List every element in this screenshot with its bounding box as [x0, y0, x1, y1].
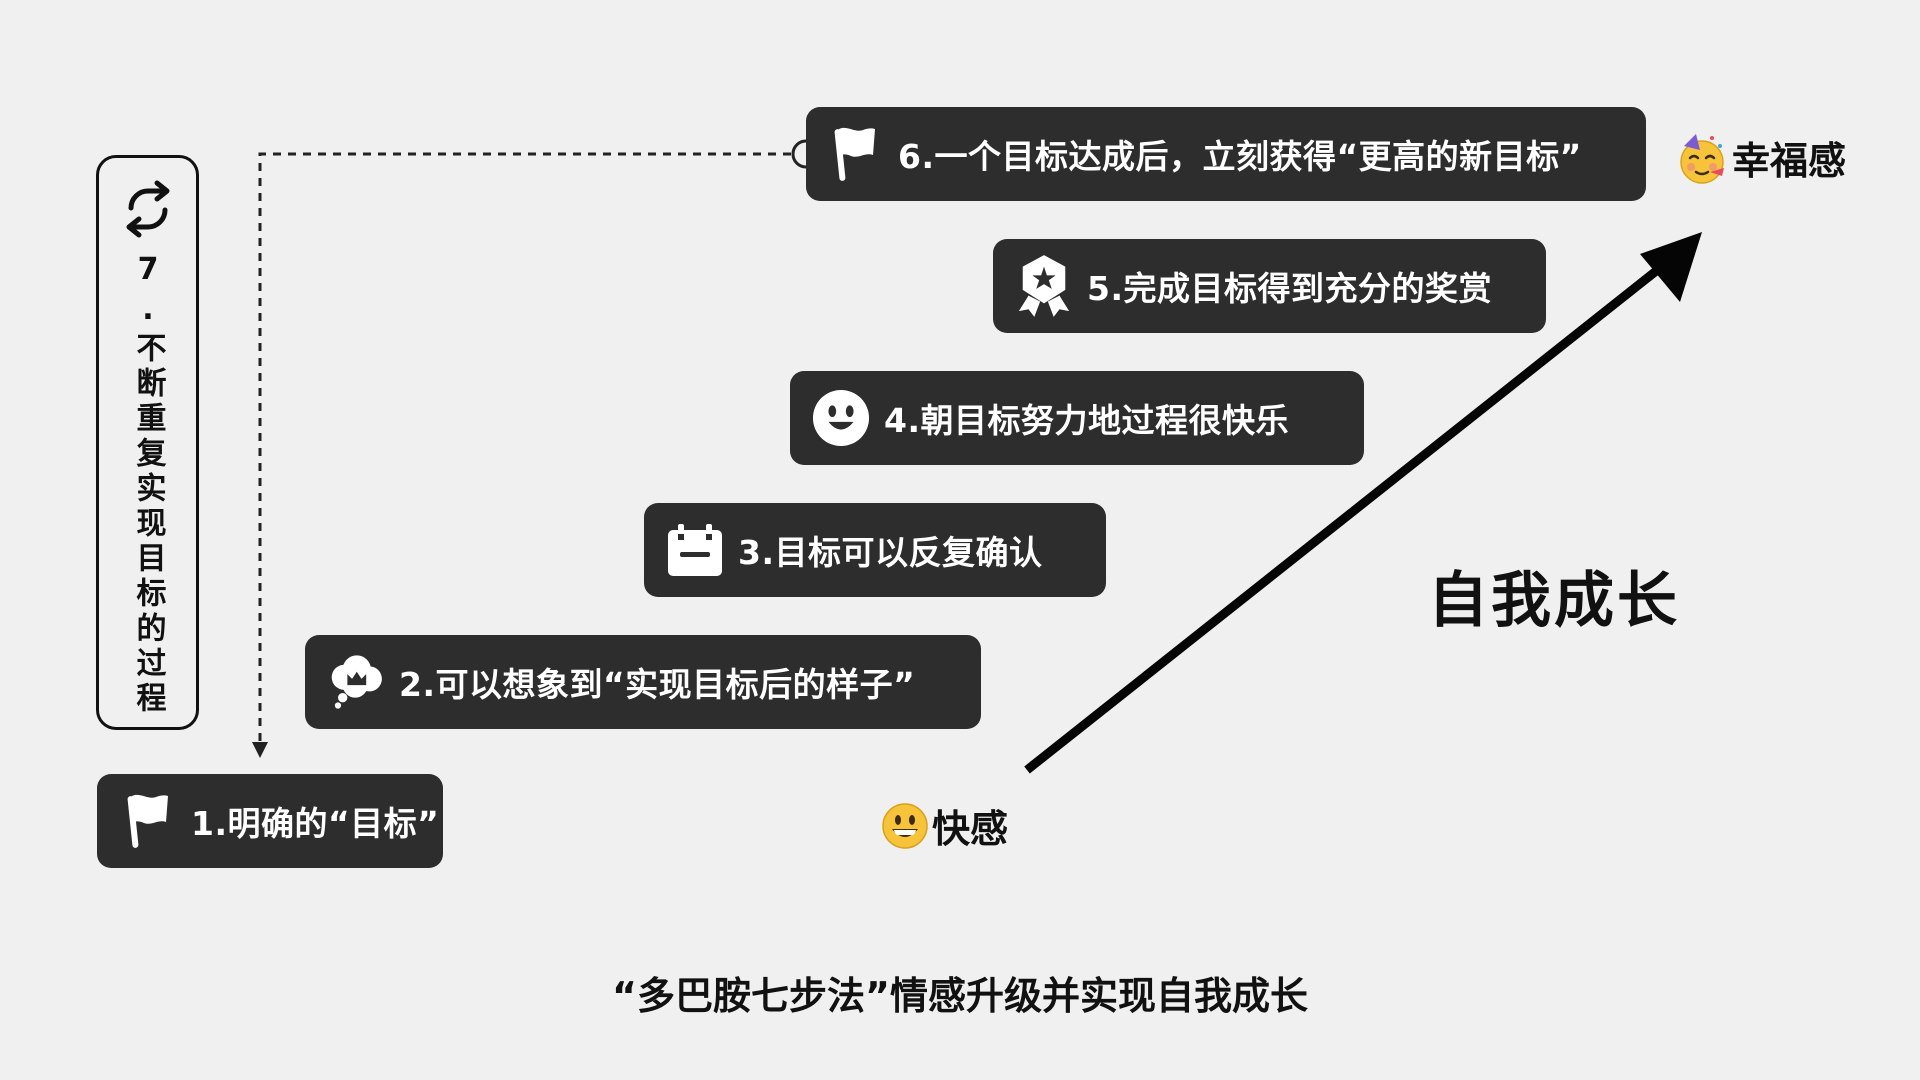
step-3-box: 3.目标可以反复确认: [644, 503, 1106, 597]
step-2-label: 2.可以想象到“实现目标后的样子”: [399, 665, 916, 704]
step-1-label: 1.明确的“目标”: [191, 804, 440, 843]
step-5-label: 5.完成目标得到充分的奖赏: [1087, 269, 1492, 308]
loop-step-label: 7.不断重复实现目标的过程: [130, 252, 166, 717]
smiley-icon: [812, 385, 870, 451]
step-3-label: 3.目标可以反复确认: [738, 533, 1043, 572]
step-6-box: 6.一个目标达成后，立刻获得“更高的新目标”: [806, 107, 1646, 201]
bliss-label: 幸福感: [1676, 130, 1846, 185]
growth-arrow: [1024, 232, 1702, 774]
grinning-face-icon: [882, 802, 928, 849]
bliss-text: 幸福感: [1732, 139, 1847, 183]
happy-text: 快感: [932, 807, 1009, 851]
step-1-box: 1.明确的“目标”: [97, 774, 443, 868]
calendar-icon: [666, 517, 724, 583]
step-6-label: 6.一个目标达成后，立刻获得“更高的新目标”: [898, 137, 1582, 176]
award-badge-icon: [1015, 253, 1073, 319]
flag-icon: [119, 788, 177, 854]
caption: “多巴胺七步法”情感升级并实现自我成长: [612, 974, 1308, 1018]
step-4-box: 4.朝目标努力地过程很快乐: [790, 371, 1364, 465]
loop-step-box: 7.不断重复实现目标的过程: [96, 155, 199, 730]
step-5-box: 5.完成目标得到充分的奖赏: [993, 239, 1546, 333]
partying-face-icon: [1676, 132, 1728, 184]
cloud-crown-icon: [327, 649, 385, 715]
step-4-label: 4.朝目标努力地过程很快乐: [884, 401, 1289, 440]
step-2-box: 2.可以想象到“实现目标后的样子”: [305, 635, 981, 729]
growth-label: 自我成长: [1428, 566, 1680, 636]
repeat-icon: [117, 180, 179, 242]
flag-icon: [826, 121, 884, 187]
happy-label: 快感: [882, 798, 1008, 853]
